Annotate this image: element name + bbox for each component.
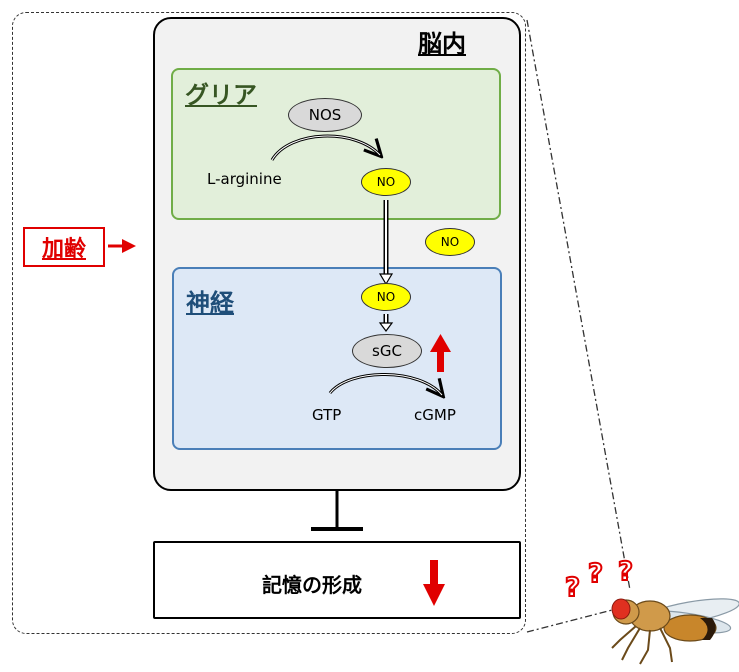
cgmp-label: cGMP bbox=[414, 406, 456, 424]
question-marks: ? ? ? bbox=[564, 556, 634, 604]
no-neuron-label: NO bbox=[376, 290, 396, 304]
aging-label: 加齢 bbox=[41, 237, 86, 262]
neuron-label: 神経 bbox=[186, 289, 234, 317]
nos-conversion-arrow bbox=[270, 134, 380, 161]
inhibition-connector bbox=[311, 491, 363, 531]
zoom-outline bbox=[12, 12, 526, 634]
glia-region bbox=[171, 68, 501, 220]
svg-text:?: ? bbox=[565, 573, 580, 603]
aging-box: 加齢 bbox=[23, 227, 105, 267]
no-to-sgc-arrow bbox=[378, 314, 394, 332]
sgc-enzyme: sGC bbox=[352, 334, 422, 368]
nos-label: NOS bbox=[308, 106, 342, 124]
brain-label: 脳内 bbox=[418, 30, 466, 58]
no-molecule-free: NO bbox=[425, 228, 475, 256]
memory-decrease-arrow bbox=[423, 560, 445, 606]
no-glia-label: NO bbox=[376, 175, 396, 189]
sgc-label: sGC bbox=[372, 342, 402, 360]
gtp-label: GTP bbox=[312, 406, 342, 424]
neuron-region bbox=[172, 267, 502, 450]
svg-text:?: ? bbox=[588, 559, 603, 589]
memory-formation-box bbox=[153, 541, 521, 619]
fruit-fly-illustration bbox=[611, 598, 739, 665]
glia-label: グリア bbox=[185, 81, 257, 109]
no-molecule-glia: NO bbox=[361, 168, 411, 196]
zoom-line-bottom bbox=[526, 609, 613, 633]
no-molecule-neuron: NO bbox=[361, 283, 411, 311]
no-diffusion-arrow bbox=[378, 200, 394, 286]
svg-text:?: ? bbox=[618, 557, 633, 587]
memory-formation-label: 記憶の形成 bbox=[262, 573, 362, 597]
no-free-label: NO bbox=[440, 235, 460, 249]
nos-enzyme: NOS bbox=[288, 98, 362, 132]
sgc-increase-arrow bbox=[430, 334, 451, 372]
zoom-line-top bbox=[526, 19, 631, 591]
aging-arrow bbox=[108, 239, 136, 253]
l-arginine-label: L-arginine bbox=[207, 170, 282, 188]
sgc-conversion-arrow bbox=[328, 373, 442, 395]
